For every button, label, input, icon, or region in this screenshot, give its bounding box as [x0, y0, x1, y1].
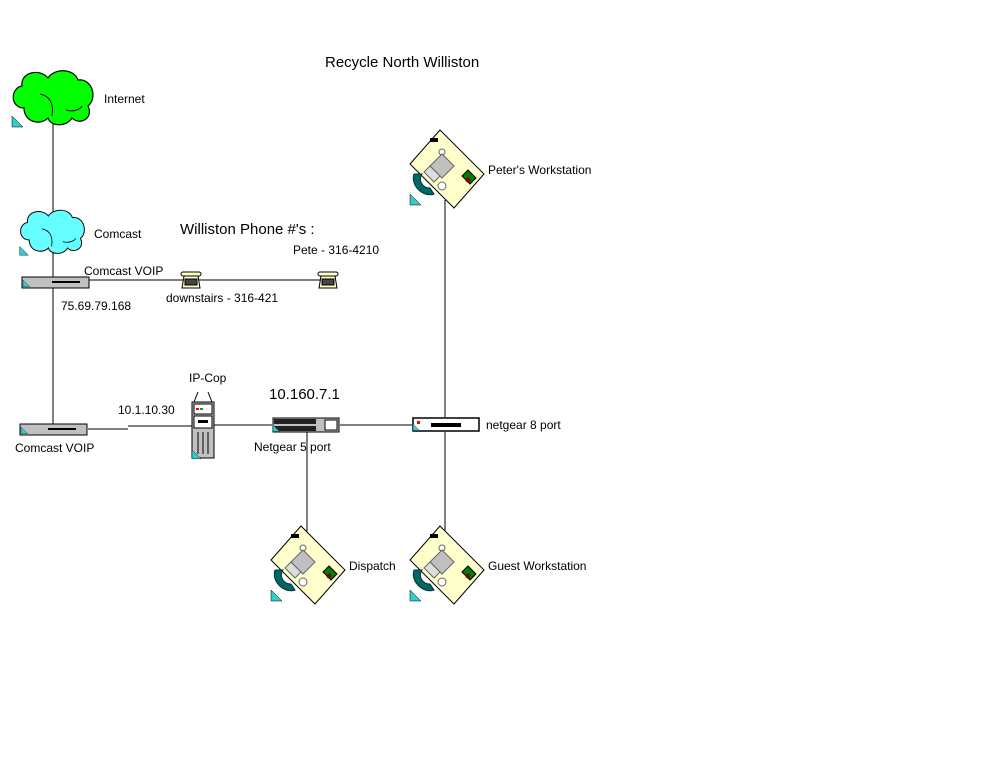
- netgear5-node[interactable]: [272, 417, 340, 433]
- peter-workstation-label: Peter's Workstation: [488, 163, 592, 177]
- comcast-voip-top-label: Comcast VOIP: [84, 264, 164, 278]
- marker-icon: [409, 589, 422, 602]
- diagram-title: Recycle North Williston: [325, 54, 480, 71]
- comcast-voip-top-node[interactable]: [21, 276, 90, 289]
- phone-heading: Williston Phone #'s :: [180, 221, 315, 238]
- comcast-label: Comcast: [94, 227, 142, 241]
- guest-workstation-node[interactable]: [409, 525, 485, 605]
- cloud-icon: [12, 70, 94, 126]
- internet-node[interactable]: [11, 70, 94, 128]
- cloud-icon: [20, 209, 85, 254]
- peter-workstation-node[interactable]: [409, 129, 485, 209]
- netgear8-node[interactable]: [412, 417, 480, 432]
- marker-icon: [11, 115, 24, 128]
- guest-workstation-label: Guest Workstation: [488, 559, 587, 573]
- comcast-voip-bottom-ip: 10.1.10.30: [118, 403, 175, 417]
- netgear5-label: Netgear 5 port: [254, 440, 331, 454]
- netgear8-label: netgear 8 port: [486, 418, 561, 432]
- comcast-voip-bottom-node[interactable]: [19, 423, 88, 436]
- marker-icon: [270, 589, 283, 602]
- phone-pete-label: Pete - 316-4210: [293, 243, 380, 257]
- ipcop-label: IP-Cop: [189, 371, 227, 385]
- workstation-icon: [409, 129, 485, 209]
- telephone-icon-downstairs[interactable]: [180, 271, 202, 289]
- dispatch-node[interactable]: [270, 525, 346, 605]
- comcast-node[interactable]: [19, 209, 85, 256]
- marker-icon: [19, 246, 29, 256]
- comcast-voip-bottom-label: Comcast VOIP: [15, 441, 95, 455]
- internet-label: Internet: [104, 92, 145, 106]
- phone-downstairs-label: downstairs - 316-421: [166, 291, 279, 305]
- telephone-icon-pete[interactable]: [317, 271, 339, 289]
- ipcop-node[interactable]: [191, 391, 215, 459]
- dispatch-label: Dispatch: [349, 559, 396, 573]
- comcast-voip-top-ip: 75.69.79.168: [61, 299, 132, 313]
- workstation-icon: [409, 525, 485, 605]
- workstation-icon: [270, 525, 346, 605]
- connection-lines: [52, 118, 446, 540]
- marker-icon: [409, 193, 422, 206]
- netgear5-ip: 10.160.7.1: [269, 386, 340, 403]
